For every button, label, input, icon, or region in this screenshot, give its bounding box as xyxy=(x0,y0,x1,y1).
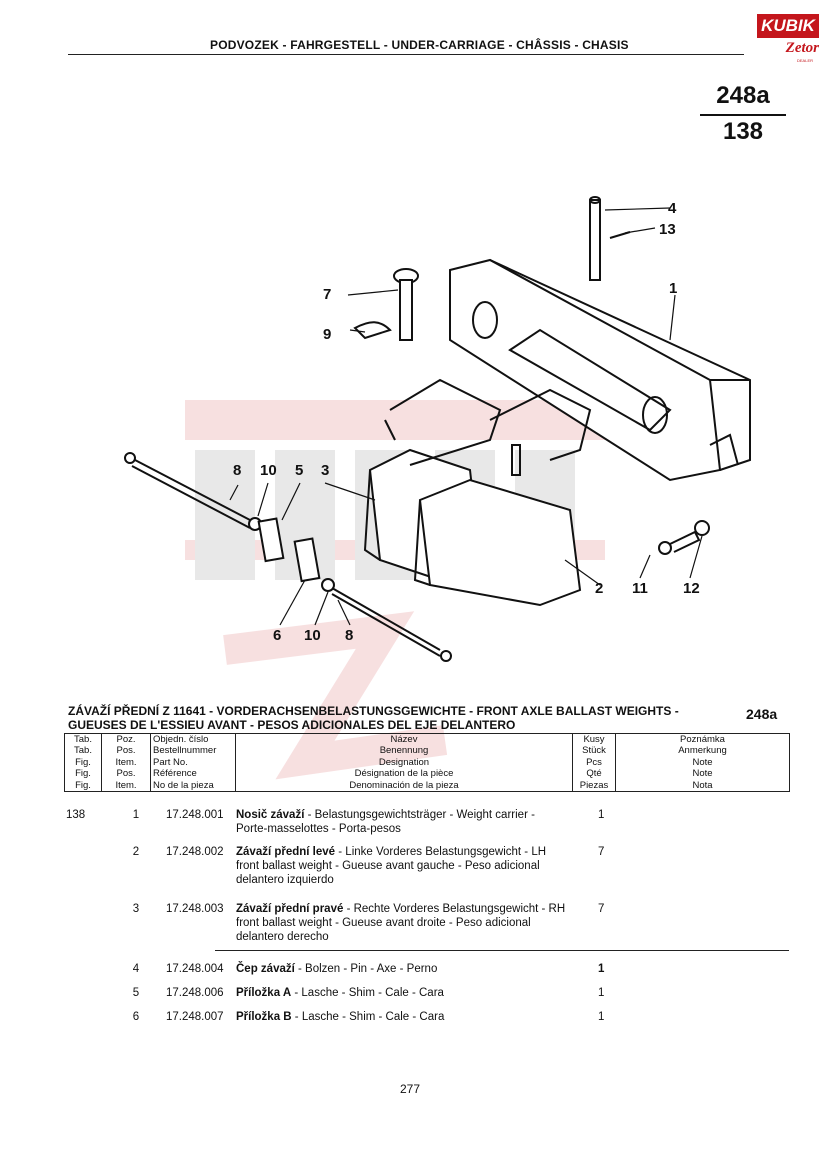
spring-clip-9 xyxy=(353,321,392,340)
callout-12: 12 xyxy=(683,580,700,597)
row-qty: 1 xyxy=(598,1011,605,1023)
row-desc: Závaží přední levé - Linke Vorderes Bela… xyxy=(236,846,547,886)
table-row: 5 17.248.006 Příložka A - Lasche - Shim … xyxy=(66,986,766,1002)
page-header-title: PODVOZEK - FAHRGESTELL - UNDER-CARRIAGE … xyxy=(210,38,629,52)
callout-9: 9 xyxy=(323,326,332,343)
table-row: 138 1 17.248.001 Nosič závaží - Belastun… xyxy=(66,808,766,842)
row-qty: 1 xyxy=(598,809,605,821)
shim-a-part xyxy=(257,517,285,563)
callout-8-upper: 8 xyxy=(233,462,242,479)
row-desc: Nosič závaží - Belastungsgewichtsträger … xyxy=(236,809,535,835)
weight-carrier-part xyxy=(449,258,751,482)
row-part-no: 17.248.002 xyxy=(166,846,224,858)
row-part-no: 17.248.004 xyxy=(166,963,224,975)
table-row: 2 17.248.002 Závaží přední levé - Linke … xyxy=(66,845,766,895)
callout-10-upper: 10 xyxy=(260,462,277,479)
callout-1: 1 xyxy=(669,280,678,297)
row-qty: 1 xyxy=(598,987,605,999)
callout-3: 3 xyxy=(321,462,330,479)
kubik-zetor-logo: KUBIK Zetor DEALER xyxy=(757,14,819,63)
row-pos: 2 xyxy=(132,846,140,858)
row-part-no: 17.248.006 xyxy=(166,987,224,999)
lh-ballast-weight-part xyxy=(413,388,592,607)
table-number: 138 xyxy=(722,118,764,145)
long-bolt-upper xyxy=(124,452,251,529)
callout-10-lower: 10 xyxy=(304,627,321,644)
row-pos: 4 xyxy=(132,963,140,975)
table-row: 3 17.248.003 Závaží přední pravé - Recht… xyxy=(66,902,766,950)
logo-zetor: Zetor xyxy=(785,40,819,56)
row-qty: 7 xyxy=(598,903,605,915)
washer-lower xyxy=(321,578,335,592)
row-pos: 3 xyxy=(132,903,140,915)
row-desc: Čep závaží - Bolzen - Pin - Axe - Perno xyxy=(236,963,438,975)
row-pos: 6 xyxy=(132,1011,140,1023)
col-pos: Poz.Pos.Item.Pos.Item. xyxy=(101,732,151,793)
callout-7: 7 xyxy=(323,286,332,303)
pin-part xyxy=(589,196,601,281)
logo-kubik: KUBIK xyxy=(757,14,819,38)
bolt-11-part xyxy=(658,530,701,555)
section-code: 248a xyxy=(746,706,778,722)
callout-11: 11 xyxy=(632,580,648,597)
callout-6: 6 xyxy=(273,627,282,644)
callout-4: 4 xyxy=(668,200,677,217)
logo-dealer: DEALER xyxy=(797,58,814,63)
callout-5: 5 xyxy=(295,462,304,479)
section-title: ZÁVAŽÍ PŘEDNÍ Z 11641 - VORDERACHSENBELA… xyxy=(68,704,748,732)
pin-7-part xyxy=(393,268,419,341)
shim-b-part xyxy=(293,537,321,583)
row-pos: 1 xyxy=(132,809,140,821)
table-row: 4 17.248.004 Čep závaží - Bolzen - Pin -… xyxy=(66,962,766,978)
row-tab: 138 xyxy=(66,809,86,821)
callout-8-lower: 8 xyxy=(345,627,354,644)
row-part-no: 17.248.007 xyxy=(166,1011,224,1023)
nut-12-part xyxy=(694,520,710,536)
header-divider xyxy=(68,54,744,55)
table-row: 6 17.248.007 Příložka B - Lasche - Shim … xyxy=(66,1010,766,1026)
row-part-no: 17.248.003 xyxy=(166,903,224,915)
row-qty: 7 xyxy=(598,846,605,858)
row-part-no: 17.248.001 xyxy=(166,809,224,821)
col-tab: Tab.Tab.Fig.Fig.Fig. xyxy=(64,732,102,793)
parts-table-header: Tab.Tab.Fig.Fig.Fig. Poz.Pos.Item.Pos.It… xyxy=(64,732,790,793)
exploded-assembly-diagram xyxy=(124,196,751,662)
callout-2: 2 xyxy=(595,580,604,597)
section-title-line1: ZÁVAŽÍ PŘEDNÍ Z 11641 - VORDERACHSENBELA… xyxy=(68,704,679,718)
page-number: 277 xyxy=(400,1082,421,1096)
section-title-line2: GUEUSES DE L'ESSIEU AVANT - PESOS ADICIO… xyxy=(68,718,516,732)
group-number: 248a xyxy=(700,82,786,116)
page-reference: 248a 138 xyxy=(700,82,786,146)
long-bolt-lower xyxy=(331,587,452,662)
row-desc: Závaží přední pravé - Rechte Vorderes Be… xyxy=(236,903,566,943)
row-separator xyxy=(215,950,789,951)
row-pos: 5 xyxy=(132,987,140,999)
row-qty: 1 xyxy=(598,963,605,975)
callout-13: 13 xyxy=(659,221,676,238)
row-desc: Příložka B - Lasche - Shim - Cale - Cara xyxy=(236,1011,445,1023)
row-desc: Příložka A - Lasche - Shim - Cale - Cara xyxy=(236,987,444,999)
